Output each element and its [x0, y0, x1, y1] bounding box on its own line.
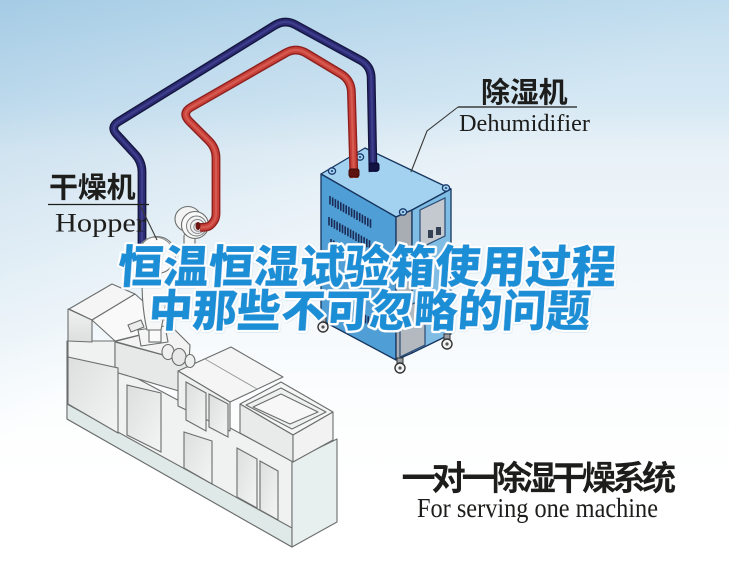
svg-text:Dehumidifier: Dehumidifier [459, 110, 590, 137]
svg-text:Hopper: Hopper [55, 208, 146, 238]
svg-text:For serving one machine: For serving one machine [417, 492, 658, 523]
